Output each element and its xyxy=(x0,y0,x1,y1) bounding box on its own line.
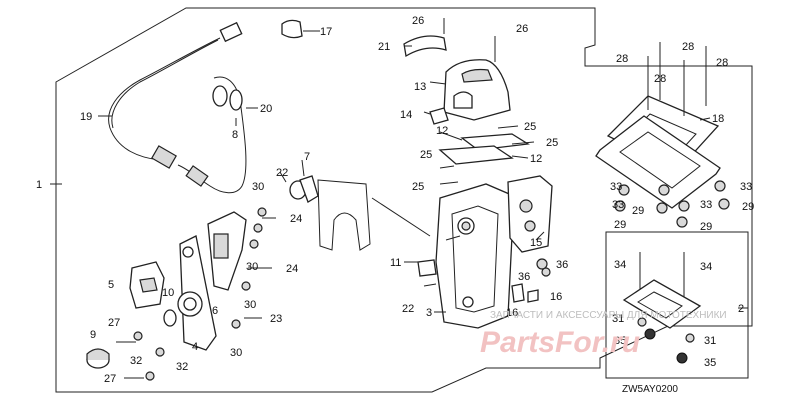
label-28d: 28 xyxy=(654,73,666,85)
watermark-text: ЗАПЧАСТИ И АКСЕССУАРЫ ДЛЯ МОТОТЕХНИКИ xyxy=(490,310,727,321)
label-28a: 28 xyxy=(682,41,694,53)
label-6: 6 xyxy=(212,305,218,317)
small-clips xyxy=(417,258,551,303)
brackets-12 xyxy=(438,125,535,185)
label-30a: 30 xyxy=(252,181,264,193)
label-36b: 36 xyxy=(518,271,530,283)
label-34b: 34 xyxy=(700,261,712,273)
label-30b: 30 xyxy=(246,261,258,273)
label-16b: 16 xyxy=(550,291,562,303)
gasket-18 xyxy=(595,42,721,209)
gasket-2 xyxy=(622,252,702,364)
label-33d: 33 xyxy=(740,181,752,193)
label-29a: 29 xyxy=(614,219,626,231)
label-31a: 31 xyxy=(612,313,624,325)
label-25b: 25 xyxy=(546,137,558,149)
label-18: 18 xyxy=(712,113,724,125)
label-24a: 24 xyxy=(290,213,302,225)
label-2: 2 xyxy=(738,303,744,315)
label-12a: 12 xyxy=(436,125,448,137)
label-33c: 33 xyxy=(700,199,712,211)
label-3: 3 xyxy=(426,307,432,319)
label-26b: 26 xyxy=(516,23,528,35)
label-29b: 29 xyxy=(632,205,644,217)
label-14: 14 xyxy=(400,109,412,121)
label-34a: 34 xyxy=(614,259,626,271)
label-35b: 35 xyxy=(704,357,716,369)
label-29d: 29 xyxy=(742,201,754,213)
label-33a: 33 xyxy=(610,181,622,193)
label-31b: 31 xyxy=(704,335,716,347)
label-15: 15 xyxy=(530,237,542,249)
label-22a: 22 xyxy=(276,167,288,179)
label-32a: 32 xyxy=(130,355,142,367)
label-36a: 36 xyxy=(556,259,568,271)
label-26a: 26 xyxy=(412,15,424,27)
label-20: 20 xyxy=(260,103,272,115)
leader-lines xyxy=(50,30,748,313)
label-29c: 29 xyxy=(700,221,712,233)
label-28b: 28 xyxy=(616,53,628,65)
label-33b: 33 xyxy=(612,199,624,211)
label-4: 4 xyxy=(192,341,198,353)
label-11: 11 xyxy=(390,257,401,269)
label-7: 7 xyxy=(304,151,310,163)
label-16a: 16 xyxy=(506,307,518,319)
label-25d: 25 xyxy=(412,181,424,193)
main-housing-3 xyxy=(435,183,515,329)
label-30d: 30 xyxy=(230,347,242,359)
label-21: 21 xyxy=(378,41,390,53)
part-labels: 1 2 3 4 5 6 7 8 9 10 11 12 12 13 14 15 1… xyxy=(36,15,754,385)
top-cover xyxy=(403,18,511,125)
label-13: 13 xyxy=(414,81,426,93)
grommet-and-gasket xyxy=(289,175,371,251)
label-28c: 28 xyxy=(716,57,728,69)
label-19: 19 xyxy=(80,111,92,123)
label-1: 1 xyxy=(36,179,42,191)
label-22b: 22 xyxy=(402,303,414,315)
label-25a: 25 xyxy=(524,121,536,133)
right-washers xyxy=(614,180,730,228)
leader-line xyxy=(371,197,431,237)
label-5: 5 xyxy=(108,279,114,291)
label-24b: 24 xyxy=(286,263,298,275)
left-fasteners xyxy=(116,207,276,381)
label-8: 8 xyxy=(232,129,238,141)
label-25c: 25 xyxy=(420,149,432,161)
grommet-17 xyxy=(281,19,314,39)
label-10: 10 xyxy=(162,287,174,299)
label-30c: 30 xyxy=(244,299,256,311)
label-35a: 35 xyxy=(614,335,626,347)
label-32b: 32 xyxy=(176,361,188,373)
label-27b: 27 xyxy=(104,373,116,385)
label-27a: 27 xyxy=(108,317,120,329)
wire-harness xyxy=(108,21,247,194)
left-lever-parts xyxy=(86,211,247,369)
label-12b: 12 xyxy=(530,153,542,165)
label-23: 23 xyxy=(270,313,282,325)
label-17: 17 xyxy=(320,26,332,38)
diagram-code: ZW5AY0200 xyxy=(622,384,678,395)
plate-15 xyxy=(507,175,553,253)
subassembly-outline xyxy=(605,231,749,379)
label-9: 9 xyxy=(90,329,96,341)
watermark-logo: PartsFor.ru xyxy=(480,326,640,359)
